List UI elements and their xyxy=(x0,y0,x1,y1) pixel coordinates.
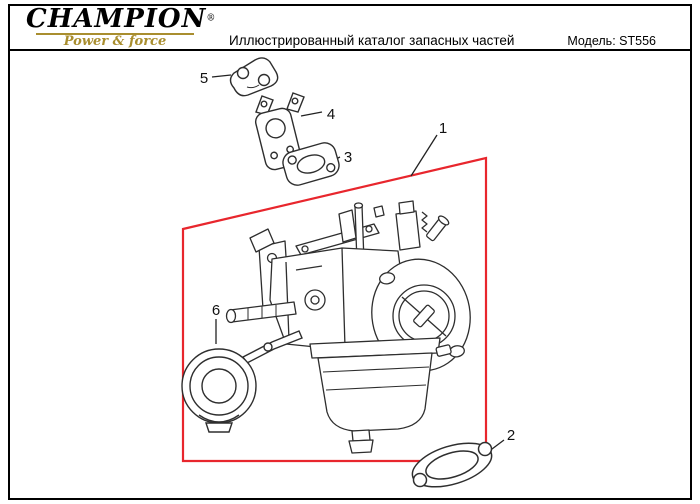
callout-leader-lines xyxy=(211,74,505,453)
float-bowl xyxy=(317,352,433,432)
callout-2: 2 xyxy=(507,427,515,444)
part-1-carburetor xyxy=(225,200,471,454)
part-3-gasket xyxy=(282,142,340,186)
brand-tagline: Power & force xyxy=(63,34,167,49)
part-6-primer-cap xyxy=(181,330,303,433)
callout-6: 6 xyxy=(212,302,220,319)
drain-bolt xyxy=(348,439,374,454)
callout-5: 5 xyxy=(200,70,208,87)
part-4-insulator-plate xyxy=(254,92,305,171)
callout-numbers: 1 2 3 4 5 6 xyxy=(200,70,515,444)
brand-name-row: CHAMPION® xyxy=(26,4,215,34)
brand-gold-rule xyxy=(36,33,194,35)
part-2-gasket xyxy=(411,441,493,488)
brand-name: CHAMPION xyxy=(26,4,207,34)
registered-mark-icon: ® xyxy=(206,13,216,24)
model-value: ST556 xyxy=(619,34,656,48)
leader-line-4 xyxy=(300,111,323,117)
leader-line-1 xyxy=(410,134,438,177)
callout-1: 1 xyxy=(439,120,447,137)
callout-3: 3 xyxy=(344,149,352,166)
leader-line-5 xyxy=(211,74,232,78)
brand-logo: CHAMPION® Power & force xyxy=(26,4,215,50)
model-info: Модель: ST556 xyxy=(567,34,656,48)
header-divider xyxy=(8,49,692,51)
model-label: Модель: xyxy=(567,34,616,48)
callout-4: 4 xyxy=(327,106,335,123)
part-5-gasket xyxy=(229,57,279,97)
catalog-title: Иллюстрированный каталог запасных частей xyxy=(229,33,515,48)
